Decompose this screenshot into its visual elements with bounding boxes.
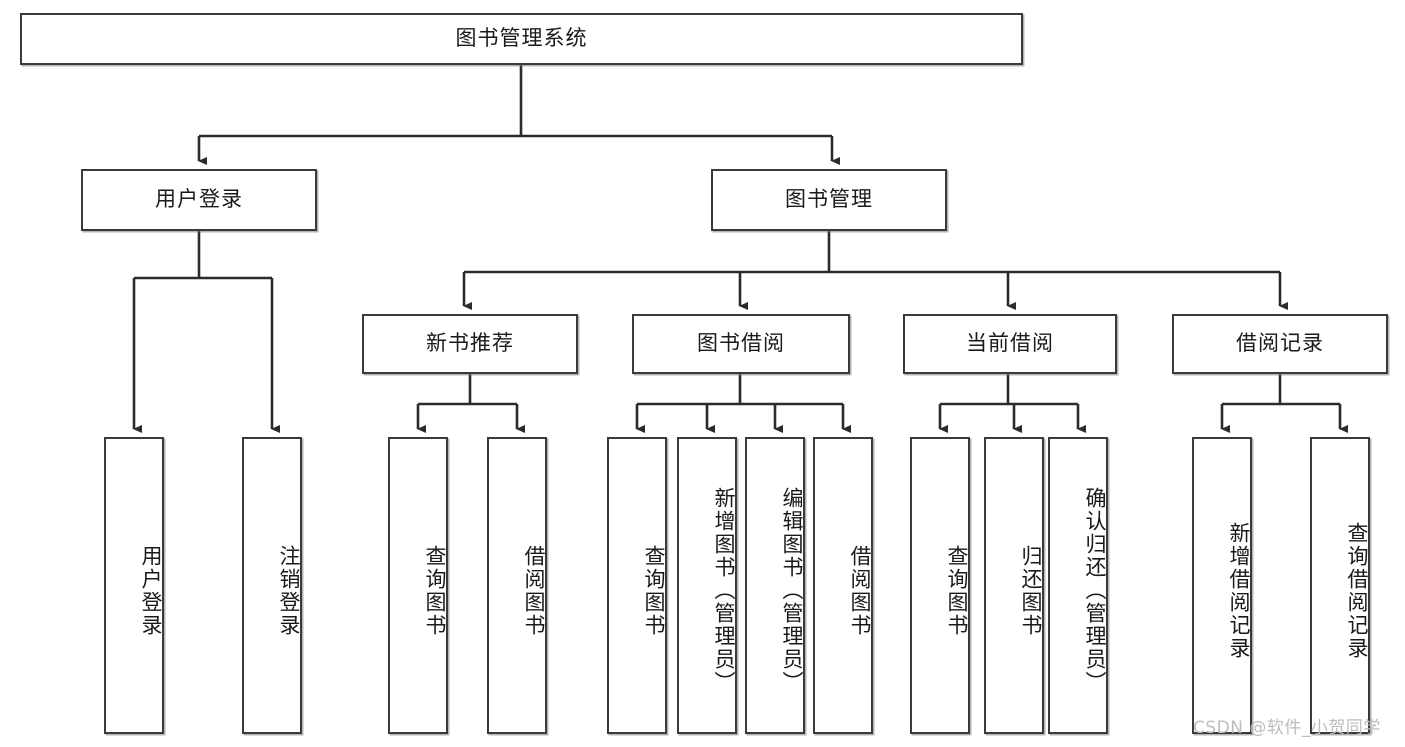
node-leaf-query-record[interactable]: 查询借阅记录	[1310, 437, 1370, 734]
node-leaf-return-book[interactable]: 归还图书	[984, 437, 1044, 734]
node-new-book-recommend-label: 新书推荐	[426, 331, 514, 356]
node-current-borrow-label: 当前借阅	[966, 331, 1054, 356]
csdn-watermark: CSDN @软件_小贺同学	[1193, 718, 1381, 738]
node-leaf-add-record-label: 新增借阅记录	[1227, 521, 1251, 660]
node-leaf-confirm-return[interactable]: 确认归还（管理员）	[1048, 437, 1108, 734]
node-root-label: 图书管理系统	[455, 26, 588, 51]
node-leaf-query-book-2[interactable]: 查询图书	[607, 437, 667, 734]
node-leaf-add-book-label: 新增图书（管理员）	[712, 487, 736, 694]
node-user-login[interactable]: 用户登录	[81, 169, 317, 231]
node-root[interactable]: 图书管理系统	[20, 13, 1023, 65]
node-leaf-user-login-label: 用户登录	[139, 544, 163, 637]
node-leaf-borrow-book-2-label: 借阅图书	[848, 544, 872, 637]
node-leaf-query-record-label: 查询借阅记录	[1345, 521, 1369, 660]
node-leaf-borrow-book-1-label: 借阅图书	[522, 544, 546, 637]
node-new-book-recommend[interactable]: 新书推荐	[362, 314, 578, 374]
node-leaf-query-book-2-label: 查询图书	[642, 544, 666, 637]
node-leaf-query-book-3-label: 查询图书	[945, 544, 969, 637]
node-leaf-query-book-1-label: 查询图书	[423, 544, 447, 637]
node-leaf-user-logout-label: 注销登录	[277, 544, 301, 637]
node-leaf-query-book-3[interactable]: 查询图书	[910, 437, 970, 734]
node-book-management-label: 图书管理	[785, 187, 873, 212]
node-leaf-return-book-label: 归还图书	[1019, 544, 1043, 637]
node-book-borrow-label: 图书借阅	[697, 331, 785, 356]
node-leaf-add-book[interactable]: 新增图书（管理员）	[677, 437, 737, 734]
node-leaf-add-record[interactable]: 新增借阅记录	[1192, 437, 1252, 734]
node-leaf-edit-book[interactable]: 编辑图书（管理员）	[745, 437, 805, 734]
node-leaf-confirm-return-label: 确认归还（管理员）	[1083, 487, 1107, 694]
node-leaf-user-logout[interactable]: 注销登录	[242, 437, 302, 734]
node-leaf-query-book-1[interactable]: 查询图书	[388, 437, 448, 734]
node-borrow-record-label: 借阅记录	[1236, 331, 1324, 356]
node-user-login-label: 用户登录	[155, 187, 243, 212]
node-leaf-user-login[interactable]: 用户登录	[104, 437, 164, 734]
node-current-borrow[interactable]: 当前借阅	[903, 314, 1117, 374]
node-book-borrow[interactable]: 图书借阅	[632, 314, 850, 374]
node-leaf-borrow-book-2[interactable]: 借阅图书	[813, 437, 873, 734]
node-book-management[interactable]: 图书管理	[711, 169, 947, 231]
node-borrow-record[interactable]: 借阅记录	[1172, 314, 1388, 374]
node-leaf-edit-book-label: 编辑图书（管理员）	[780, 487, 804, 694]
node-leaf-borrow-book-1[interactable]: 借阅图书	[487, 437, 547, 734]
